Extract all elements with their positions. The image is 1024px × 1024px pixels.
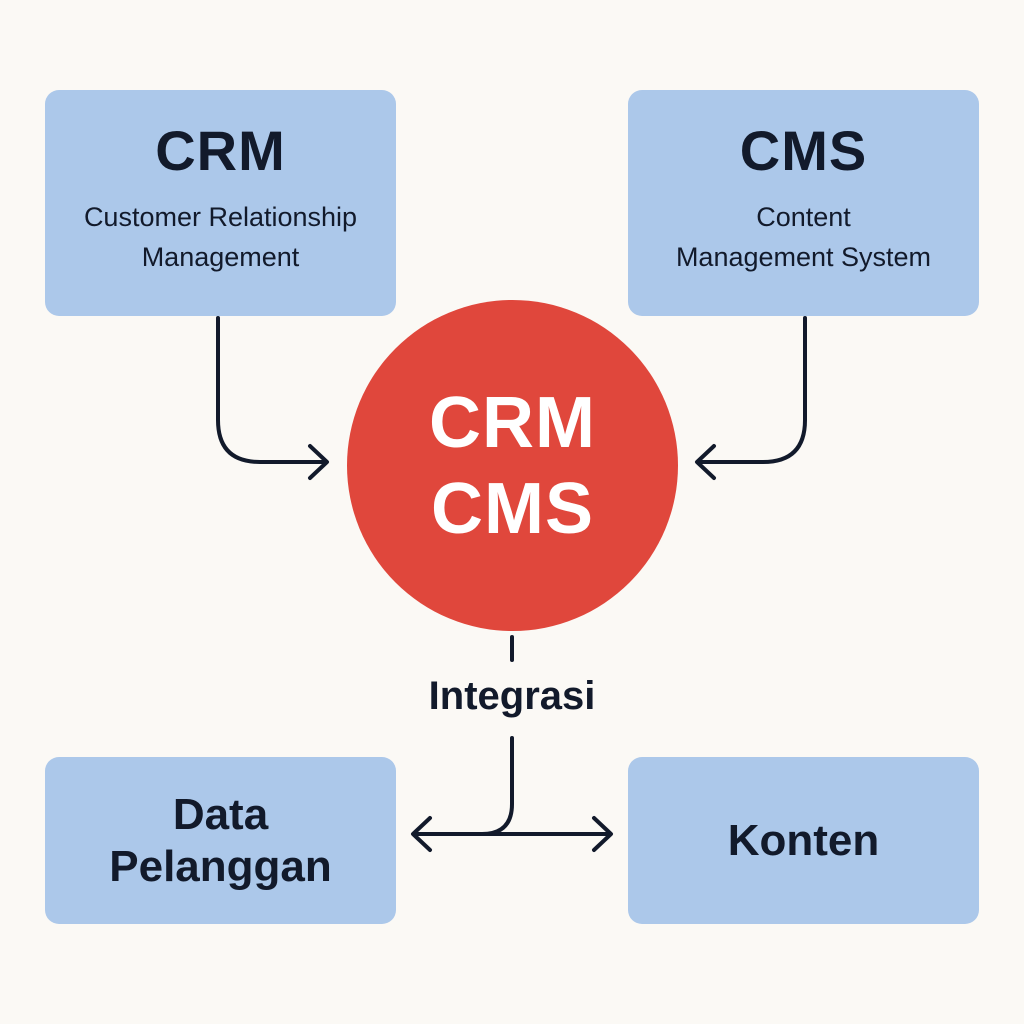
konten-box: Konten [628,757,979,924]
konten-label: Konten [727,815,880,865]
crm-cms-center-circle: CRM CMS [347,300,678,631]
konten-arrow-head [592,816,613,852]
data-pelanggan-box: Data Pelanggan [45,757,396,924]
crm-subtitle: Customer Relationship Management [83,202,358,272]
integration-label: Integrasi [428,674,596,718]
crm-title: CRM [155,119,286,182]
data-arrow-head [411,816,432,852]
cms-subtitle: Content Management System [675,202,932,272]
cms-arrow-head [695,444,716,480]
cms-title: CMS [739,119,868,182]
crm-box: CRM Customer Relationship Management [45,90,396,316]
cms-to-center-line [696,316,807,464]
crm-to-center-line [216,316,328,464]
cms-box: CMS Content Management System [628,90,979,316]
crm-arrow-head [308,444,329,480]
data-pelanggan-label: Data Pelanggan [109,789,332,891]
center-label: CRM CMS [429,382,596,549]
